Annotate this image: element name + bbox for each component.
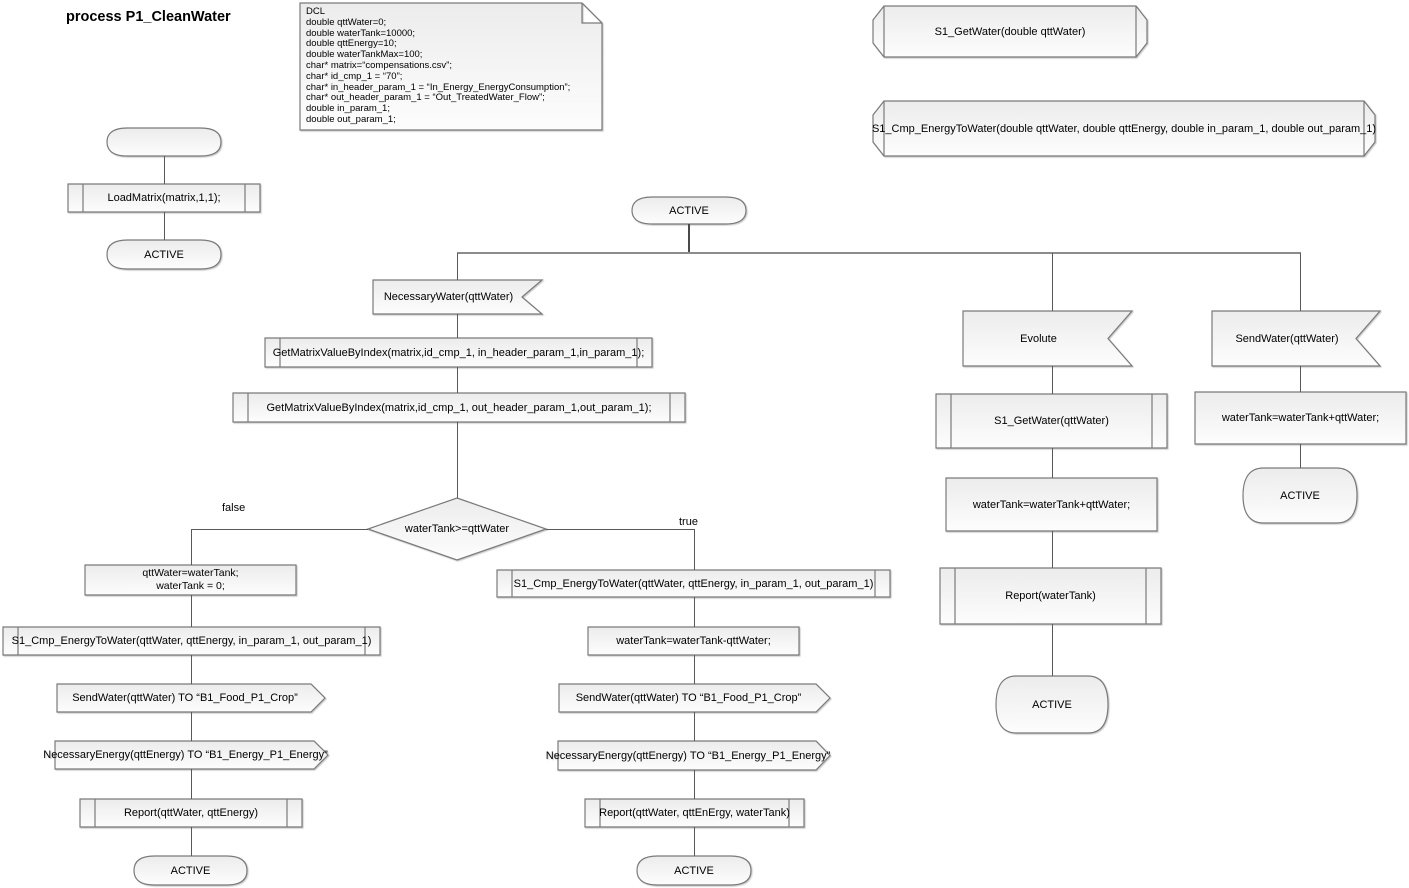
connector-line: [1052, 624, 1053, 676]
node-label: ACTIVE: [1032, 698, 1072, 711]
connector-line: [694, 655, 695, 684]
call-report-true[interactable]: Report(qttWater, qttEnErgy, waterTank): [584, 798, 805, 828]
input-evolute[interactable]: Evolute: [962, 310, 1134, 367]
procedure-declaration-getwater[interactable]: S1_GetWater(double qttWater): [872, 5, 1148, 58]
node-label: waterTank=waterTank-qttWater;: [616, 635, 771, 647]
connector-line: [546, 529, 694, 530]
decision-watertank-gte-qttwater[interactable]: waterTank>=qttWater: [366, 497, 548, 561]
connector-line: [1300, 444, 1301, 468]
connector-line: [694, 712, 695, 741]
connector-line: [1300, 253, 1301, 311]
input-necessarywater[interactable]: NecessaryWater(qttWater): [372, 279, 544, 315]
connector-line: [1052, 531, 1053, 568]
node-label: S1_Cmp_EnergyToWater(double qttWater, do…: [871, 122, 1377, 135]
node-label: S1_Cmp_EnergyToWater(qttWater, qttEnergy…: [11, 635, 372, 647]
node-label: GetMatrixValueByIndex(matrix,id_cmp_1, o…: [266, 401, 652, 414]
call-cmp-energytowater-false[interactable]: S1_Cmp_EnergyToWater(qttWater, qttEnergy…: [2, 626, 381, 656]
connector-line: [191, 769, 192, 799]
node-label: Report(qttWater, qttEnergy): [123, 807, 259, 819]
connector-line: [457, 367, 458, 393]
node-label: S1_GetWater(double qttWater): [934, 25, 1086, 38]
connector-line: [1052, 366, 1053, 394]
node-label: LoadMatrix(matrix,1,1);: [107, 192, 221, 204]
start-symbol[interactable]: [106, 127, 222, 157]
node-label: waterTank=waterTank+qttWater;: [1221, 412, 1380, 424]
call-report-watertank[interactable]: Report(waterTank): [939, 567, 1162, 625]
connector-line: [1052, 448, 1053, 478]
connector-line: [688, 224, 690, 253]
node-label: Evolute: [1020, 332, 1057, 345]
call-report-false[interactable]: Report(qttWater, qttEnergy): [79, 798, 303, 828]
connector-line: [694, 827, 695, 856]
state-active-true[interactable]: ACTIVE: [636, 855, 752, 886]
state-active-evolute[interactable]: ACTIVE: [995, 675, 1109, 734]
output-necessaryenergy-false[interactable]: NecessaryEnergy(qttEnergy) TO “B1_Energy…: [43, 740, 329, 770]
node-label: SendWater(qttWater) TO “B1_Food_P1_Crop”: [575, 692, 802, 704]
call-loadmatrix[interactable]: LoadMatrix(matrix,1,1);: [67, 183, 261, 213]
connector-line: [1300, 366, 1301, 392]
state-active-main[interactable]: ACTIVE: [631, 196, 747, 225]
connector-line: [191, 712, 192, 741]
node-label: waterTank=waterTank+qttWater;: [972, 498, 1131, 511]
connector-line: [191, 655, 192, 684]
decision-false-label: false: [222, 502, 246, 514]
call-getmatrixvaluebyindex-out[interactable]: GetMatrixValueByIndex(matrix,id_cmp_1, o…: [232, 392, 686, 423]
node-label: qttWater=waterTank;waterTank = 0;: [142, 567, 239, 592]
node-label: ACTIVE: [674, 864, 714, 877]
input-sendwater[interactable]: SendWater(qttWater): [1211, 310, 1382, 367]
node-label: ACTIVE: [144, 248, 184, 261]
connector-line: [191, 595, 192, 627]
state-active-sendwater[interactable]: ACTIVE: [1242, 467, 1358, 524]
node-label: NecessaryEnergy(qttEnergy) TO “B1_Energy…: [43, 749, 328, 761]
output-sendwater-false[interactable]: SendWater(qttWater) TO “B1_Food_P1_Crop”: [56, 683, 326, 713]
call-s1-getwater[interactable]: S1_GetWater(qttWater): [935, 393, 1168, 449]
connector-line: [694, 770, 695, 799]
connector-line: [164, 212, 165, 240]
node-label: NecessaryWater(qttWater): [383, 291, 514, 303]
node-label: waterTank>=qttWater: [404, 523, 510, 535]
dcl-text: DCL double qttWater=0; double waterTank=…: [306, 6, 571, 125]
task-qttwater-watertank-reset[interactable]: qttWater=waterTank;waterTank = 0;: [84, 564, 297, 596]
procedure-declaration-cmp-energytowater[interactable]: S1_Cmp_EnergyToWater(double qttWater, do…: [871, 100, 1377, 157]
call-cmp-energytowater-true[interactable]: S1_Cmp_EnergyToWater(qttWater, qttEnergy…: [496, 569, 891, 598]
state-active-start[interactable]: ACTIVE: [106, 239, 222, 270]
node-label: S1_Cmp_EnergyToWater(qttWater, qttEnergy…: [513, 577, 874, 590]
connector-line: [457, 253, 458, 280]
node-label: Report(waterTank): [1005, 590, 1096, 602]
output-sendwater-true[interactable]: SendWater(qttWater) TO “B1_Food_P1_Crop”: [558, 683, 831, 713]
dcl-declaration-note[interactable]: DCL double qttWater=0; double waterTank=…: [299, 2, 603, 131]
node-label: ACTIVE: [1280, 489, 1320, 502]
node-label: SendWater(qttWater): [1235, 332, 1339, 345]
node-label: ACTIVE: [669, 204, 709, 217]
connector-line: [1052, 253, 1053, 311]
connector-line: [457, 252, 1301, 254]
connector-line: [164, 156, 165, 184]
connector-line: [191, 529, 368, 530]
task-watertank-plus-qttwater-send[interactable]: waterTank=waterTank+qttWater;: [1194, 391, 1407, 445]
connector-line: [694, 529, 695, 570]
decision-true-label: true: [679, 516, 698, 528]
page-title: process P1_CleanWater: [66, 9, 231, 25]
node-label: ACTIVE: [170, 864, 211, 877]
connector-line: [457, 314, 458, 338]
node-label: S1_GetWater(qttWater): [994, 415, 1109, 427]
output-necessaryenergy-true[interactable]: NecessaryEnergy(qttEnergy) TO “B1_Energy…: [546, 740, 831, 771]
connector-line: [457, 422, 458, 498]
node-label: Report(qttWater, qttEnErgy, waterTank): [599, 807, 790, 819]
call-getmatrixvaluebyindex-in[interactable]: GetMatrixValueByIndex(matrix,id_cmp_1, i…: [264, 337, 653, 368]
node-label: GetMatrixValueByIndex(matrix,id_cmp_1, i…: [272, 346, 645, 359]
node-label: SendWater(qttWater) TO “B1_Food_P1_Crop”: [72, 692, 298, 704]
connector-line: [191, 827, 192, 856]
task-watertank-minus-qttwater[interactable]: waterTank=waterTank-qttWater;: [587, 626, 800, 656]
connector-line: [191, 529, 192, 565]
state-active-false[interactable]: ACTIVE: [133, 855, 248, 886]
node-label: NecessaryEnergy(qttEnergy) TO “B1_Energy…: [545, 749, 831, 762]
task-watertank-plus-qttwater-evolute[interactable]: waterTank=waterTank+qttWater;: [945, 477, 1158, 532]
connector-line: [694, 597, 695, 627]
